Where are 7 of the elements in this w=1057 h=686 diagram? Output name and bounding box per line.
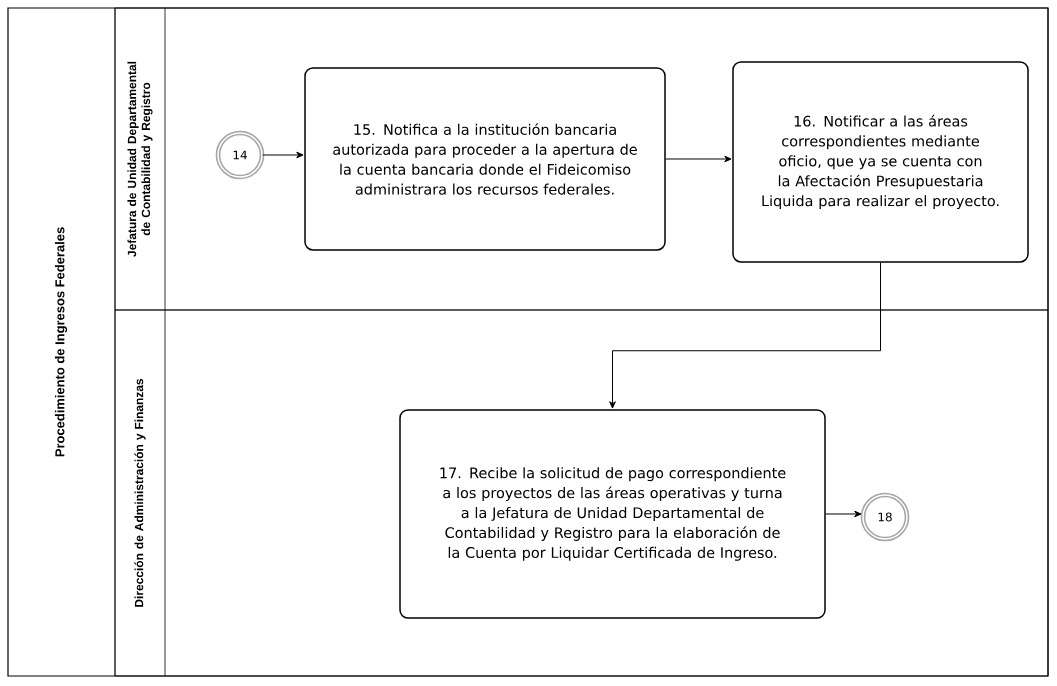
arrow [825,510,862,518]
task-box: 17. Recibe la solicitud de pago correspondiente a los proyectos de las áreas operativas y turna a la Jefatura de Unidad Departamental de Contabilidad y Registro para la elaboración de la Cuenta por Liquidar Certificada de Ingreso. [399,409,826,619]
task-box: 15. Notifica a la institución bancaria autorizada para proceder a la apertura de la cuenta bancaria donde el Fideicomiso administrara los recursos federales. [304,67,666,251]
arrow [609,262,881,409]
arrow [262,151,304,159]
task-box: 16. Notificar a las áreas correspondientes mediante oficio, que ya se cuenta con la Afectación Presupuestaria Liquida para realizar el proyecto. [732,61,1029,263]
arrow [665,155,732,163]
